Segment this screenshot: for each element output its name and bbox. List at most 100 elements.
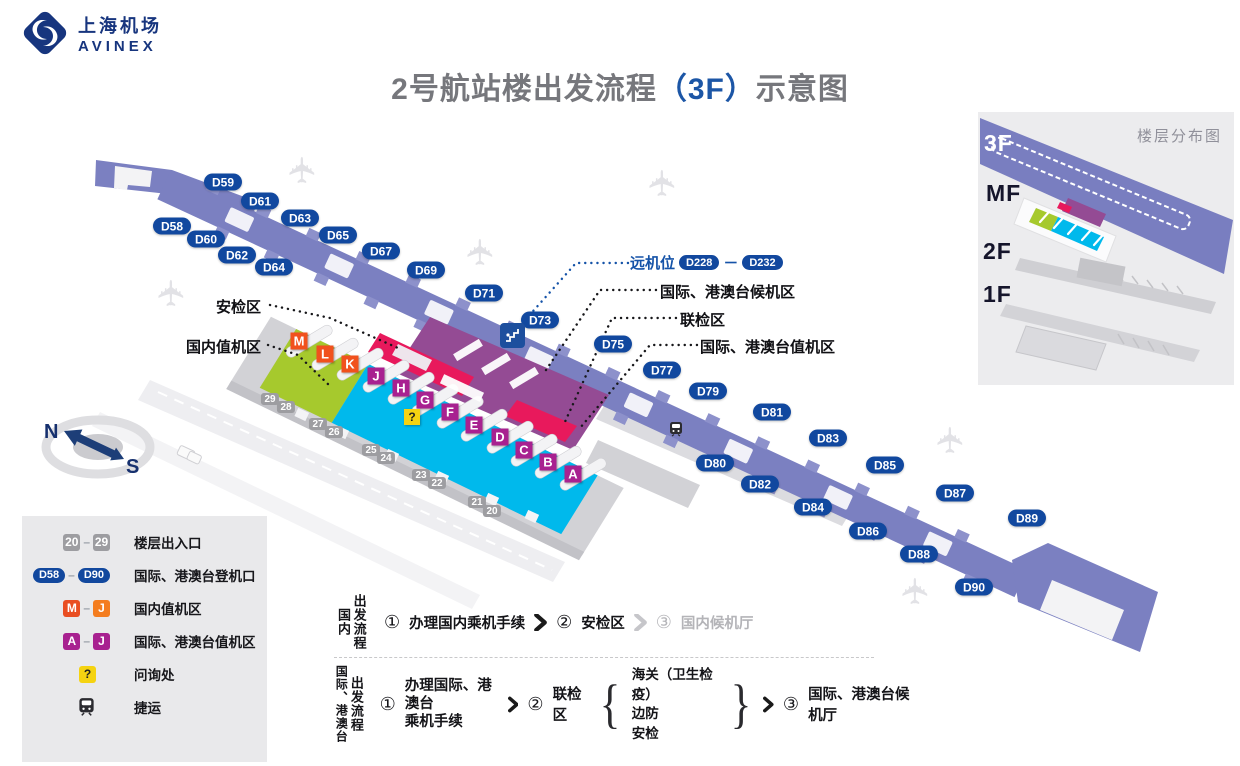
legend-entrance-label: 楼层出入口 [134,536,202,551]
gate-badge: D79 [688,382,728,400]
checkin-letter-badge: B [539,453,557,471]
gate-badge: D80 [695,454,735,472]
legend-gate-to-badge: D90 [77,567,110,583]
domestic-step-3: 国内候机厅 [680,615,754,632]
map-area-label: 国内值机区 [186,339,262,356]
gate-badge: D84 [793,498,833,516]
step-1-number: ① [379,694,396,715]
legend-row-entrances: 20 – 29 楼层出入口 [22,532,267,552]
domestic-step-1: 办理国内乘机手续 [409,615,526,632]
floor-label: MF [986,180,1022,206]
joint-inspection-items: 海关（卫生检疫） 边防 安检 [631,667,713,741]
gate-badge: D63 [280,209,320,227]
step-3-number: ③ [782,694,800,715]
checkin-letter-badge: D [491,428,509,446]
gate-badge: D75 [593,335,633,353]
entrance-badge: 28 [276,401,296,413]
step-2-number: ② [556,612,573,632]
access-roads [92,380,565,609]
joint-inspection-strip [505,400,577,442]
svg-text:✈: ✈ [282,155,323,185]
gate-badge: D73 [520,311,560,329]
arrow-icon [507,696,519,713]
flow-divider [334,657,874,658]
brace-close: } [731,673,752,734]
floor-distribution-drawing [980,118,1233,371]
checkin-letter-badge: J [367,367,385,385]
entrance-badge: 26 [324,426,344,438]
step-1-number: ① [384,612,401,632]
gate-badge: D83 [808,429,848,447]
checkin-letter-badge: F [441,403,459,421]
legend-entrance-from-badge: 20 [63,533,81,551]
page-title: 2号航站楼出发流程（3F）示意图 [0,64,1240,108]
gate-badge: D85 [865,456,905,474]
legend-row-metro: 捷运 [22,697,267,717]
legend-gate-from-badge: D58 [32,567,66,583]
legend-information-badge: ? [79,665,96,683]
checkin-letter-badge: L [316,345,334,363]
brand-text: 上海机场 AVINEX [78,12,162,55]
legend-row-gates: D58 – D90 国际、港澳台登机口 [22,565,267,585]
arrow-icon [763,696,774,713]
metro-icon [670,422,682,437]
map-area-label: 联检区 [680,312,726,329]
legend-intl-from-badge: A [63,632,81,650]
gate-badge: D88 [899,545,939,563]
brace-open: { [599,673,621,734]
escalator-icon [500,323,525,348]
floor-label: 1F [983,281,1012,307]
checkin-letter-badge: K [341,355,359,373]
gate-badge: D82 [740,475,780,493]
legend-row-domestic-checkin: M – J 国内值机区 [22,598,267,618]
car-icon [176,445,202,465]
svg-text:✈: ✈ [151,278,192,308]
gate-badge: D59 [203,173,243,191]
checkin-letter-badge: A [564,465,582,483]
entrance-badge: 29 [260,393,280,405]
remote-dash: － [723,255,739,272]
intl-step-1: 办理国际、港澳台 乘机手续 [404,677,492,731]
gate-badge: D60 [186,230,226,248]
gate-badge: D89 [1007,509,1047,527]
title-prefix: 2号航站楼出发流程 [391,73,657,106]
brand-logo: 上海机场 AVINEX [22,10,162,56]
svg-text:✈: ✈ [460,237,501,267]
map-area-label: 国际、港澳台值机区 [700,339,836,356]
gate-badge: D81 [752,403,792,421]
domestic-step-2: 安检区 [581,615,625,632]
checkin-letter-badge: H [392,379,410,397]
entrance-badge: 22 [427,477,447,489]
entrance-badge: 27 [308,418,328,430]
airplane-icons: ✈ ✈ ✈ ✈ ✈ ✈ [151,155,971,606]
gate-badge: D65 [318,226,358,244]
entrance-badge: 20 [482,505,502,517]
gate-badge: D71 [464,284,504,302]
legend-domestic-to-badge: J [93,599,110,617]
gate-badge: D61 [240,192,280,210]
entrance-badge: 21 [467,496,487,508]
remote-gate-from-badge: D228 [679,255,720,270]
svg-text:✈: ✈ [895,576,936,606]
gate-badge: D69 [406,261,446,279]
step-3-number: ③ [655,612,672,632]
floor-label: 2F [983,238,1012,264]
svg-text:✈: ✈ [930,425,971,455]
gate-badge: D87 [935,484,975,502]
step-2-number: ② [527,694,544,715]
legend-domestic-from-badge: M [63,599,81,617]
compass-north-label: N [44,421,58,443]
legend-intl-to-badge: J [93,632,110,650]
legend-row-intl-checkin: A – J 国际、港澳台值机区 [22,631,267,651]
apron-connector [586,440,700,508]
compass: N S [41,415,155,479]
title-floor: （3F） [656,73,756,106]
gate-badge: D77 [642,361,682,379]
checkin-letter-badge: E [465,416,483,434]
legend-intl-label: 国际、港澳台值机区 [134,635,256,650]
domestic-flow-row: 国内 出发流程 ① 办理国内乘机手续 ② 安检区 ③ 国内候机厅 [334,594,914,650]
svg-text:✈: ✈ [642,168,683,198]
